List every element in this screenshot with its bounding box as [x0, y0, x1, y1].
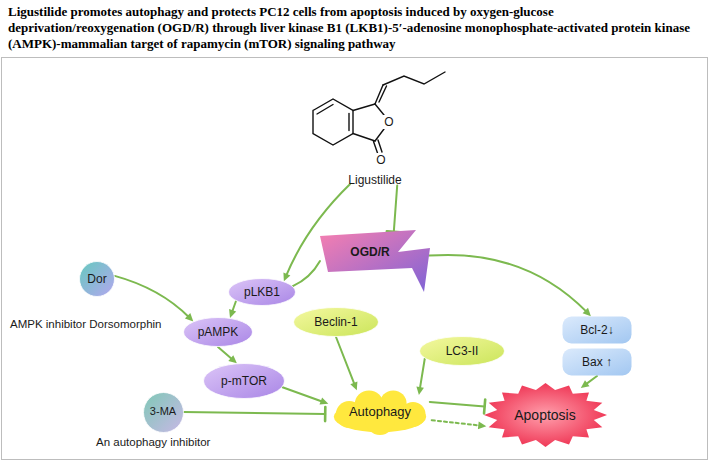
node-label: pAMPK	[198, 325, 239, 339]
shape-fill	[420, 337, 505, 366]
figure-frame	[2, 58, 708, 460]
connector	[336, 337, 357, 390]
connector-line	[394, 186, 397, 232]
connector	[283, 387, 329, 404]
connector-line	[420, 359, 425, 390]
shape-fill	[294, 308, 379, 337]
connector-line	[586, 376, 597, 384]
connector-line	[283, 387, 323, 402]
stimulus-bolt: OGD/R	[320, 230, 430, 292]
inhibition-bar	[484, 399, 485, 413]
shape-fill	[334, 390, 426, 435]
node-label: LC3-II	[446, 344, 479, 358]
shape-fill	[320, 230, 430, 292]
figure-title: Ligustilide promotes autophagy and prote…	[8, 4, 701, 52]
connector	[115, 276, 194, 322]
dotted-line	[432, 420, 481, 425]
arrowhead	[320, 398, 329, 405]
inhibitor-circle: 3-MA	[143, 392, 184, 433]
node-label: 3-MA	[150, 405, 176, 418]
connector	[581, 376, 597, 388]
inhibition-bar	[324, 407, 327, 421]
connector	[429, 255, 591, 316]
arrowhead	[581, 380, 590, 388]
arrowhead	[229, 309, 236, 318]
arrowhead	[478, 422, 486, 430]
connector	[229, 301, 236, 318]
connector-line	[336, 337, 355, 385]
inhibitor-circle: Dor	[79, 261, 115, 297]
arrowhead	[228, 355, 237, 363]
shape-fill	[484, 383, 607, 447]
marker-ellipse: LC3-II	[419, 336, 505, 366]
protein-ellipse: pAMPK	[183, 317, 253, 347]
atom-label: O	[375, 153, 386, 167]
shape-fill	[563, 349, 632, 376]
protein-ellipse: p-mTOR	[203, 363, 285, 399]
connector	[432, 420, 487, 429]
ligustilide-structure	[313, 72, 445, 153]
inhibitor-note: An autophagy inhibitor	[96, 436, 210, 450]
connector-line	[218, 347, 232, 359]
process-cloud: Autophagy	[325, 388, 435, 436]
node-label: Bax ↑	[582, 355, 612, 369]
node-label: Ligustilide	[348, 173, 401, 187]
shape-fill	[204, 364, 285, 399]
node-label: pLKB1	[244, 285, 280, 299]
node-label: Autophagy	[349, 404, 411, 420]
node-label: Dor	[87, 272, 106, 286]
arrowhead	[350, 381, 357, 390]
node-label: Beclin-1	[314, 315, 357, 329]
shape-fill	[563, 317, 632, 344]
node-label: OGD/R	[350, 245, 389, 259]
shape-fill	[80, 262, 115, 297]
protein-ellipse: pLKB1	[228, 278, 296, 306]
node-label: p-mTOR	[221, 374, 267, 388]
protein-box: Bax ↑	[562, 348, 632, 376]
connector	[218, 347, 237, 363]
connector-line	[115, 276, 189, 317]
connector	[184, 407, 326, 421]
arrowhead	[583, 308, 591, 316]
connector	[416, 359, 424, 396]
protein-box: Bcl-2↓	[562, 316, 632, 344]
connector-line	[430, 402, 485, 407]
node-label: Apoptosis	[514, 407, 575, 424]
connector	[293, 261, 320, 286]
node-label: Bcl-2↓	[580, 323, 613, 337]
arrowhead	[283, 272, 290, 281]
connector-line	[293, 261, 320, 286]
shape-fill	[229, 279, 296, 306]
connector-line	[184, 412, 326, 414]
compound-label: Ligustilide	[346, 172, 404, 189]
shape-fill	[143, 392, 183, 432]
inhibitor-note: AMPK inhibitor Dorsomorphin	[10, 318, 161, 332]
arrowhead	[416, 387, 424, 396]
stimulus-bolt-outline	[320, 230, 430, 292]
connector	[387, 186, 401, 233]
atom-label: O	[383, 115, 394, 129]
marker-ellipse: Beclin-1	[293, 307, 379, 337]
arrowhead	[185, 313, 193, 321]
connector-line	[429, 255, 587, 312]
connector	[430, 399, 485, 413]
outcome-burst: Apoptosis	[483, 382, 608, 448]
shape-fill	[184, 318, 253, 347]
